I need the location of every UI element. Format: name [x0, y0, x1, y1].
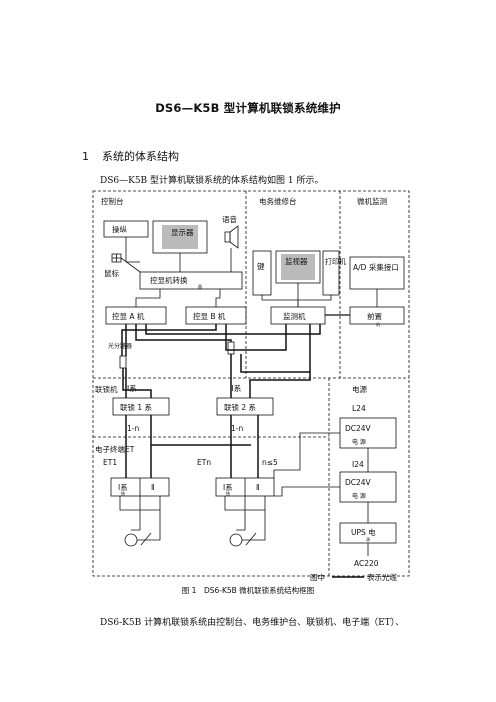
- label-et1: ET1: [103, 458, 117, 467]
- label-maintenance: 电务维修台: [259, 196, 297, 206]
- label-i24: I24: [352, 460, 364, 469]
- label-l24: L24: [352, 404, 366, 413]
- signal-lamp-1: [124, 533, 138, 547]
- label-et1-sub: 统: [121, 490, 125, 496]
- section-heading: 1 系统的体系结构: [82, 148, 179, 164]
- label-1n-a: 1-n: [127, 424, 139, 433]
- label-ilk1: 联锁 1 系: [120, 402, 153, 412]
- dc24v-1-box: [339, 417, 397, 449]
- label-legend-suffix: 表示光缆: [367, 572, 397, 582]
- label-micro-monitor: 微机监测: [357, 196, 387, 206]
- label-etn-sys1: Ⅰ系: [223, 482, 233, 492]
- label-et-region: 电子终端ET: [95, 444, 135, 454]
- label-dc24-1-sub: 电 源: [352, 438, 366, 446]
- label-dc24-2: DC24V: [345, 478, 372, 487]
- label-interlock-region: 联锁机: [95, 384, 118, 394]
- speaker-cone: [229, 225, 239, 249]
- label-sys2: Ⅱ系: [230, 383, 242, 393]
- label-n-le: n≤5: [262, 458, 278, 467]
- section-number: 1: [82, 150, 89, 163]
- section-heading-text: 系统的体系结构: [102, 150, 179, 163]
- body-paragraph: DS6-K5B 计算机联锁系统由控制台、电务维护台、联锁机、电子端（ET）、: [100, 618, 405, 628]
- label-etn-sys2: Ⅱ: [256, 483, 260, 492]
- dc24v-2-box: [339, 471, 397, 503]
- optical-splitter-b: [227, 341, 235, 355]
- label-mouse: 鼠标: [104, 268, 119, 278]
- label-kvm-switch: 控显机转换: [150, 275, 188, 285]
- intro-paragraph: DS6—K5B 型计算机联锁系统的体系结构如图 1 所示。: [100, 176, 324, 186]
- label-ilk2: 联锁 2 系: [224, 402, 257, 412]
- diagram-frame: [92, 190, 410, 577]
- label-ad: A/D 采集接口: [353, 262, 399, 272]
- label-et1-sys2: Ⅱ: [151, 483, 155, 492]
- label-ups: UPS 电: [351, 527, 376, 537]
- keyboard-box: [252, 250, 272, 296]
- label-optical-splitter: 光分路器: [108, 342, 132, 350]
- optical-splitter-a: [119, 355, 127, 369]
- label-front: 前置: [367, 311, 382, 321]
- ilk1-box: [112, 397, 170, 416]
- label-power-region: 电源: [352, 384, 367, 394]
- label-keyboard: 键: [257, 261, 265, 271]
- label-1n-b: 1-n: [231, 424, 243, 433]
- label-ctrl-a: 控显 A 机: [112, 311, 145, 321]
- label-kvm-switch-sub: 器: [198, 284, 202, 289]
- label-display: 显示器: [171, 228, 194, 237]
- speaker-body: [224, 231, 231, 243]
- label-monitor-display: 监视器: [285, 256, 308, 266]
- label-voice: 语音: [222, 214, 237, 224]
- label-et1-sys1: Ⅰ系: [118, 482, 128, 492]
- page-title: DS6—K5B 型计算机联锁系统维护: [155, 101, 341, 115]
- label-dc24-1: DC24V: [345, 424, 372, 433]
- label-printer: 打印机: [325, 257, 346, 266]
- figure-caption: 图 1 DS6-K5B 微机联锁系统结构框图: [181, 586, 315, 595]
- label-ctrl-b: 控显 B 机: [193, 311, 226, 321]
- label-ups-sub: 源: [366, 536, 370, 542]
- label-control-desk: 控制台: [101, 196, 124, 206]
- label-sys1: Ⅰ系: [127, 383, 137, 393]
- label-etn: ETn: [197, 458, 211, 467]
- label-legend-prefix: 图中: [310, 572, 325, 582]
- label-front-sub: 机: [376, 321, 380, 327]
- label-etn-sub: 统: [226, 490, 230, 496]
- label-operate: 操纵: [112, 224, 127, 234]
- display-screen-shade: [162, 225, 198, 249]
- label-ac220: AC220: [354, 559, 379, 568]
- signal-lamp-2: [229, 533, 243, 547]
- ad-interface-box: [349, 256, 405, 290]
- kvm-switch-box: [139, 271, 243, 290]
- label-dc24-2-sub: 电 源: [352, 492, 366, 500]
- label-monitor-pc: 监测机: [283, 311, 306, 321]
- ilk2-box: [216, 397, 274, 416]
